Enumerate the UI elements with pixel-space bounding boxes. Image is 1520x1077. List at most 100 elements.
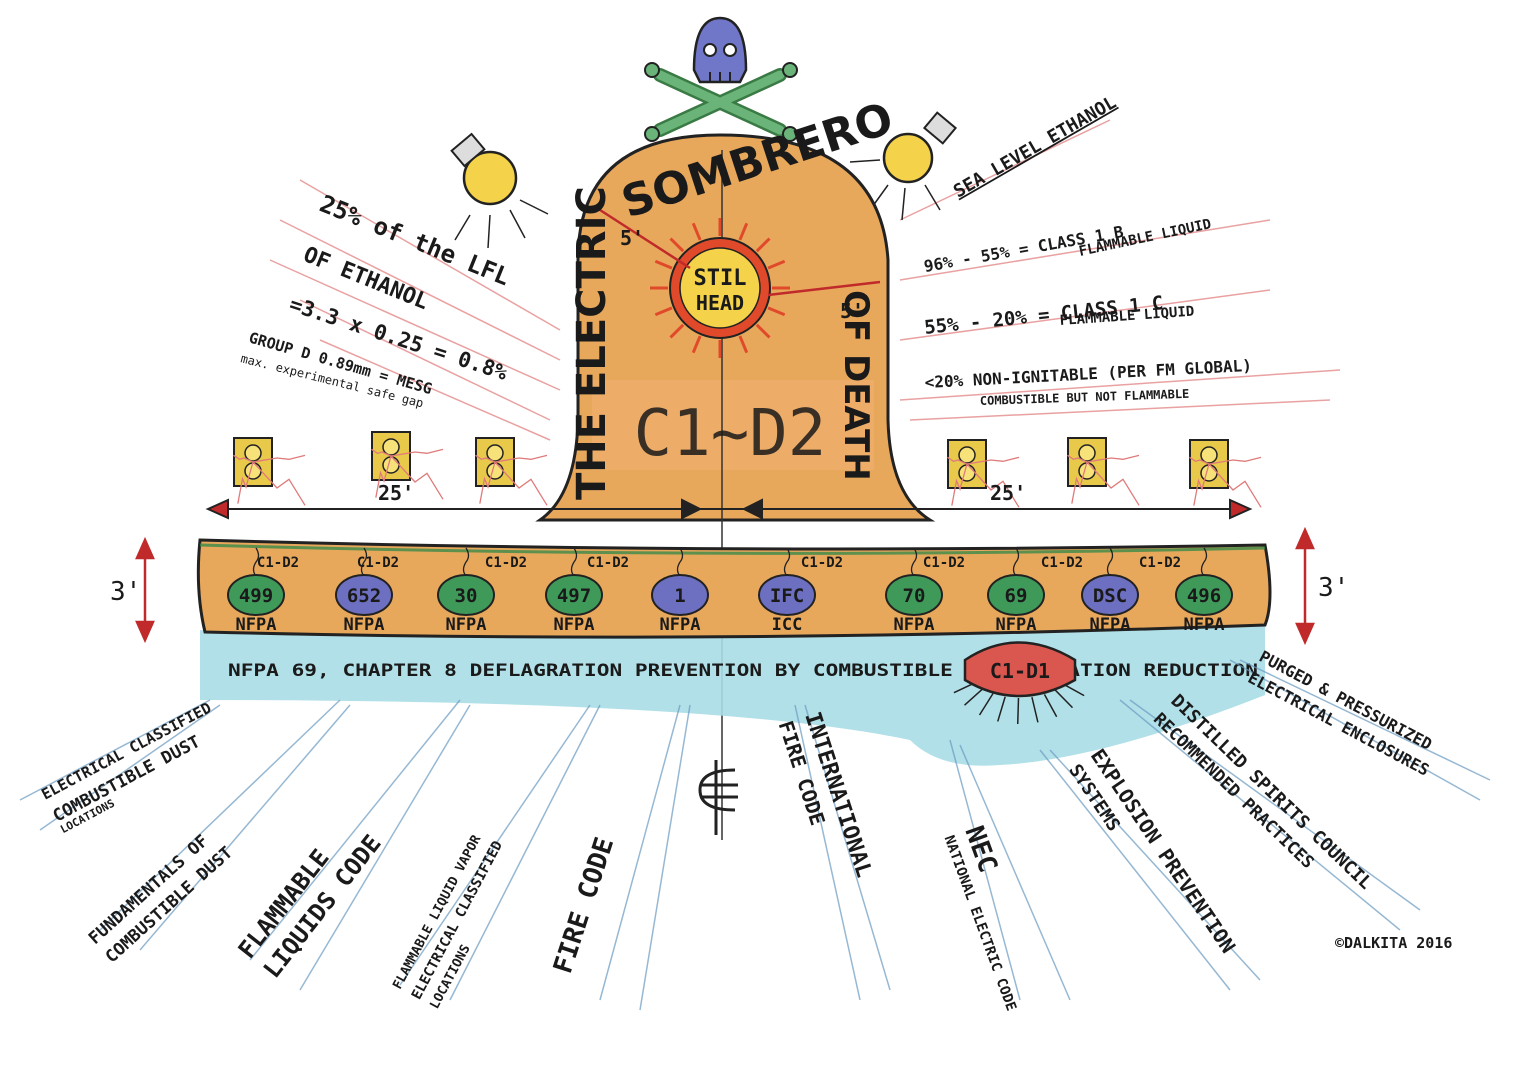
sun-ray: [767, 259, 786, 270]
code-badge: DSC NFPA: [1081, 547, 1139, 635]
height-left-label: 3': [110, 577, 141, 607]
code-org: NFPA: [446, 615, 487, 635]
copyright: ©DALKITA 2016: [1335, 934, 1452, 952]
brim-zone-label: C1-D2: [1041, 555, 1083, 571]
left-notes: 25% of the LFL OF ETHANOL =3.3 x 0.25 = …: [239, 190, 514, 411]
code-org: NFPA: [236, 615, 277, 635]
code-circle: [227, 574, 285, 616]
span-arrow: [205, 498, 1253, 520]
sun-label-line1: STIL: [694, 266, 747, 291]
code-circle: [987, 574, 1045, 616]
brim-zone-label: C1-D2: [587, 555, 629, 571]
code-circle: [545, 574, 603, 616]
outlet-icon: [475, 437, 548, 506]
code-org: ICC: [772, 615, 803, 635]
height-arrow-right: [1295, 526, 1315, 646]
code-number: IFC: [770, 585, 804, 607]
code-number: 497: [557, 585, 591, 607]
code-number: DSC: [1093, 585, 1127, 607]
sun-ray: [738, 335, 749, 354]
code-circle: [1081, 574, 1139, 616]
code-circle: [758, 574, 816, 616]
brim-zone-label: C1-D2: [923, 555, 965, 571]
outlet-icon: [947, 439, 1020, 508]
light-bulb-left-icon: [450, 132, 549, 249]
code-badge: IFC ICC: [758, 547, 816, 635]
right-note-sea-level: SEA LEVEL ETHANOL: [950, 92, 1120, 202]
code-org: NFPA: [996, 615, 1037, 635]
sun-icon: STIL HEAD: [650, 218, 790, 358]
sun-ray: [755, 323, 771, 339]
sun-ray: [691, 335, 702, 354]
sun-ray: [767, 306, 786, 317]
title-right: OF DEATH: [836, 290, 876, 481]
dimension-5ft-left: 5': [620, 226, 644, 250]
light-bulb-right-icon: [849, 111, 958, 221]
dimension-arrow-5ft-left: [599, 208, 691, 270]
code-number: 499: [239, 585, 273, 607]
code-number: 30: [455, 585, 478, 607]
sun-ray: [691, 222, 702, 241]
c1d1-label: C1-D1: [990, 659, 1050, 683]
code-circle: [437, 574, 495, 616]
plug-icon: [698, 760, 738, 835]
code-number: 652: [347, 585, 381, 607]
brim-zone-label: C1-D2: [485, 555, 527, 571]
sun-ray: [669, 323, 685, 339]
sun-ray: [654, 259, 673, 270]
dimension-arrow-5ft-right: [767, 280, 881, 297]
code-number: 496: [1187, 585, 1221, 607]
code-circles: 499NFPA652NFPA30NFPA497NFPA1NFPAIFCICC70…: [227, 547, 1233, 635]
brim-zone-label: C1-D2: [801, 555, 843, 571]
c1d1-zone: C1-D1: [953, 641, 1085, 724]
title-left: THE ELECTRIC: [569, 186, 615, 500]
code-number: 70: [903, 585, 926, 607]
brim-zone-label: C1-D2: [1139, 555, 1181, 571]
code-circle: [651, 574, 709, 616]
code-circle: [1175, 574, 1233, 616]
sun-ray: [669, 237, 685, 253]
code-org: NFPA: [894, 615, 935, 635]
outlet-icon: [1067, 437, 1140, 506]
height-arrow-left: [135, 536, 155, 644]
code-org: NFPA: [1184, 615, 1225, 635]
fringe-lines: [19, 659, 1491, 1011]
code-org: NFPA: [1090, 615, 1131, 635]
code-org: NFPA: [660, 615, 701, 635]
fringe-label: FIRE CODE: [548, 834, 620, 977]
span-right-label: 25': [990, 481, 1026, 505]
background-rays: [269, 119, 1341, 441]
brim-zone-label: C1-D2: [257, 555, 299, 571]
fringe-label-line: FIRE CODE: [548, 834, 620, 977]
code-circle: [885, 574, 943, 616]
code-circle: [335, 574, 393, 616]
outlet-icon: [233, 437, 306, 506]
band-text: NFPA 69, CHAPTER 8 DEFLAGRATION PREVENTI…: [228, 661, 1258, 681]
height-right-label: 3': [1318, 573, 1349, 603]
outlet-icon: [371, 431, 444, 500]
outlets: [233, 431, 1262, 508]
sun-ray: [738, 222, 749, 241]
right-notes: SEA LEVEL ETHANOL 96% - 55% = CLASS 1 B …: [922, 92, 1252, 408]
zone-label: C1~D2: [634, 397, 827, 471]
code-number: 1: [674, 585, 685, 607]
skull-crossbones-icon: [644, 16, 798, 142]
code-org: NFPA: [554, 615, 595, 635]
code-org: NFPA: [344, 615, 385, 635]
sun-label-line2: HEAD: [696, 291, 744, 315]
